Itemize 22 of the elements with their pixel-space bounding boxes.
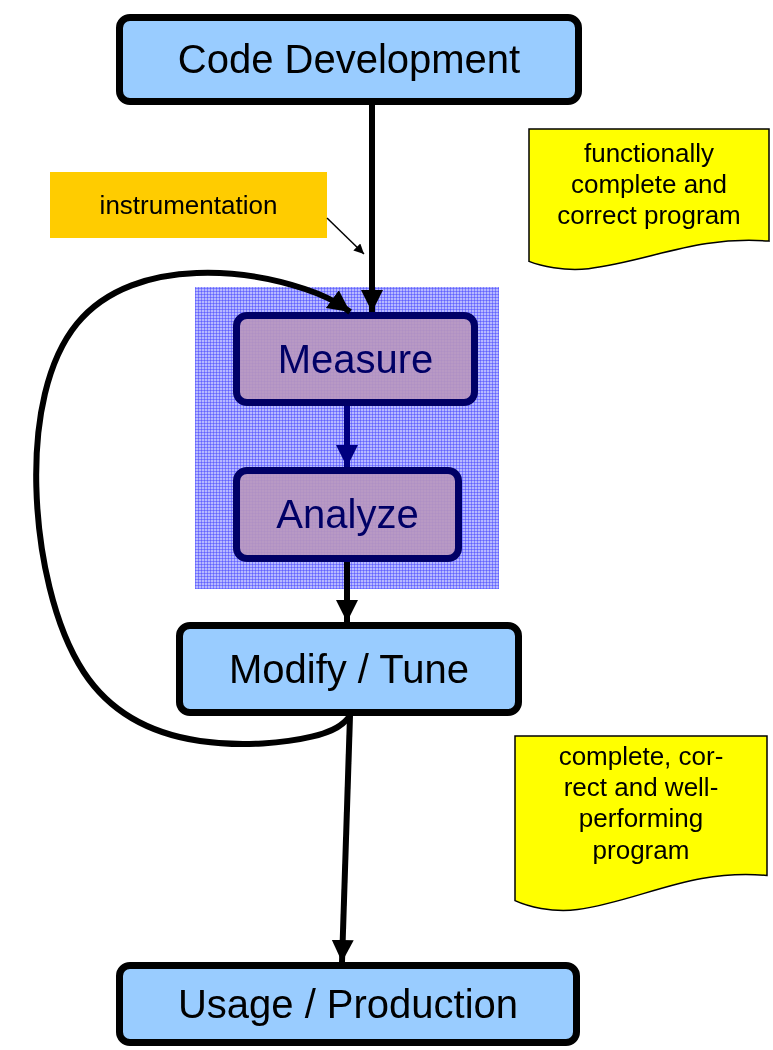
note-text: complete, cor- rect and well- performing program — [557, 741, 725, 866]
arrow — [336, 406, 358, 467]
box-label: instrumentation — [99, 189, 278, 221]
process-box — [233, 467, 462, 562]
note-shape — [528, 128, 770, 273]
callout-box — [50, 172, 327, 238]
process-box — [233, 312, 478, 406]
box-label: Measure — [277, 336, 434, 382]
arrow — [33, 269, 353, 747]
shaded-region — [195, 287, 499, 589]
box-label: Modify / Tune — [228, 646, 470, 692]
leader-line — [326, 217, 365, 255]
arrow — [336, 562, 358, 622]
process-box — [116, 962, 580, 1046]
box-label: Code Development — [177, 37, 521, 82]
box-label: Analyze — [276, 492, 419, 537]
process-box — [116, 14, 582, 105]
note-text: functionally complete and correct program — [556, 138, 742, 232]
arrow — [331, 715, 354, 963]
box-label: Usage / Production — [177, 981, 519, 1027]
arrow — [361, 105, 383, 312]
process-box — [176, 622, 522, 716]
